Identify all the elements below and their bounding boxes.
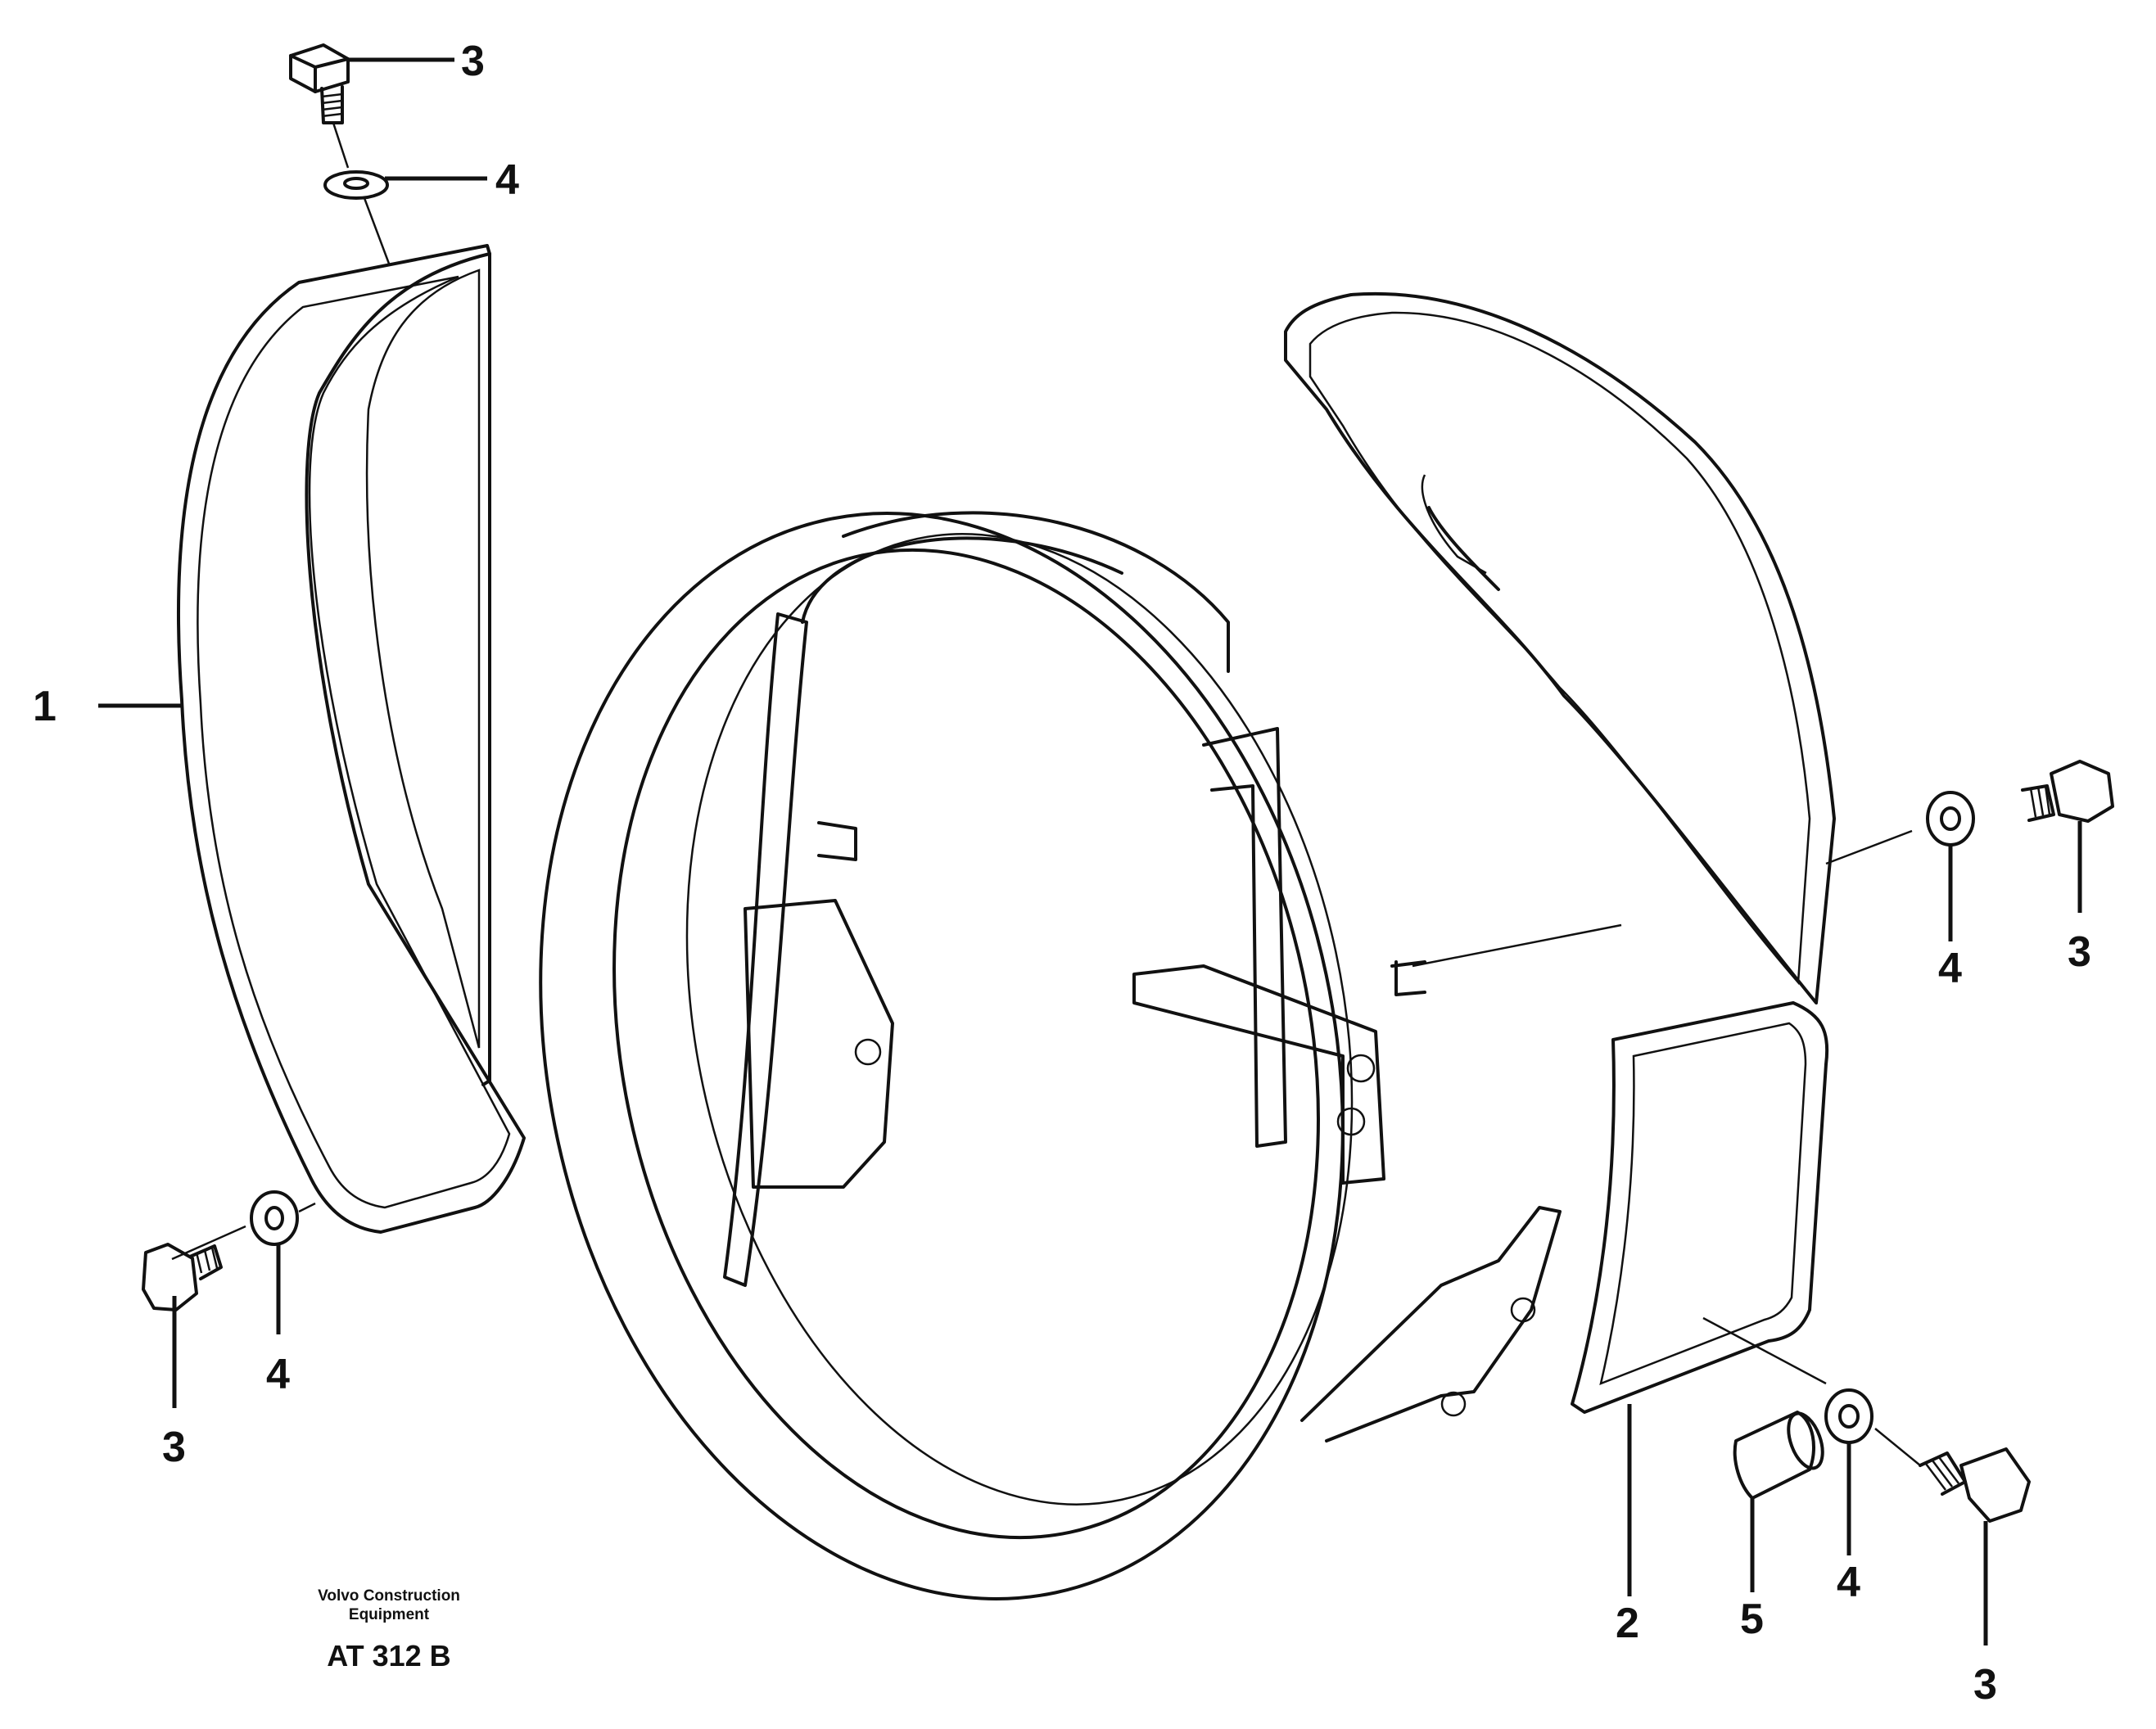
callout-leaders — [98, 57, 2082, 1645]
bottom-right-fasteners — [1702, 1316, 2031, 1523]
callout-4-left: 4 — [266, 1351, 290, 1398]
callout-3-top: 3 — [461, 38, 485, 85]
callout-1: 1 — [33, 683, 56, 730]
maker-line-2: Equipment — [349, 1606, 430, 1623]
callout-3-left: 3 — [162, 1424, 186, 1471]
callout-4-bottom: 4 — [1837, 1559, 1860, 1606]
maker-line-1: Volvo Construction — [318, 1587, 460, 1605]
callout-3-bottom: 3 — [1973, 1661, 1997, 1709]
top-bolt-and-washer — [289, 43, 391, 264]
right-screen-part-2 — [1284, 291, 1836, 1414]
callout-2: 2 — [1616, 1600, 1639, 1647]
drawing-code: AT 312 B — [327, 1639, 450, 1673]
callout-3-right: 3 — [2068, 928, 2091, 976]
callout-4-top: 4 — [495, 156, 519, 204]
callout-4-right: 4 — [1938, 945, 1962, 992]
fan-shroud-ring — [539, 511, 1622, 1600]
right-bolt-and-washer — [1825, 760, 2114, 865]
left-screen-part-1 — [142, 244, 526, 1311]
callout-5: 5 — [1740, 1596, 1764, 1643]
callout-labels: 1 2 3 4 3 4 3 4 3 4 5 — [33, 38, 2091, 1709]
drawing-credit: Volvo Construction Equipment AT 312 B — [318, 1587, 460, 1673]
